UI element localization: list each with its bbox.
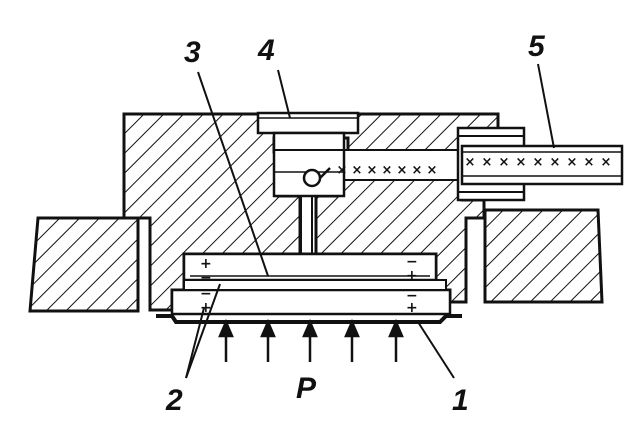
wire-cross-mark: × [499, 155, 510, 170]
wire-cross-mark: × [352, 163, 363, 178]
label-pressure: P [296, 372, 317, 405]
charge-sign-right-mid: + [406, 268, 418, 284]
pressure-arrows [218, 318, 404, 362]
label-4: 4 [257, 34, 275, 67]
left-mounting-plate [28, 216, 140, 313]
label-3: 3 [184, 36, 201, 69]
label-2: 2 [165, 384, 183, 417]
label-5: 5 [528, 30, 546, 63]
wire-cross-mark: × [412, 163, 423, 178]
right-mounting-plate [483, 208, 604, 304]
wire-cross-mark: × [516, 155, 527, 170]
connector-contact [302, 168, 322, 188]
wire-cross-mark: × [337, 163, 348, 178]
wire-cross-mark: × [482, 155, 493, 170]
quartz-plate-lower [170, 288, 452, 316]
wire-cross-mark: × [567, 155, 578, 170]
wire-cross-mark: × [584, 155, 595, 170]
charge-sign-right-bot: − [406, 288, 418, 304]
charge-sign-left-bot: − [200, 286, 212, 302]
wire-cross-mark: × [465, 155, 476, 170]
middle-electrode [183, 279, 447, 291]
membrane [156, 314, 462, 324]
wire-cross-mark: × [601, 155, 612, 170]
wire-cross-mark: × [550, 155, 561, 170]
charge-sign-left-mid: − [200, 270, 212, 286]
charge-sign-left-low: + [200, 300, 212, 316]
connector-cap [256, 111, 360, 135]
wire-cross-mark: × [427, 163, 438, 178]
label-1: 1 [452, 384, 469, 417]
wire-cross-mark: × [397, 163, 408, 178]
wire-cross-mark: × [533, 155, 544, 170]
charge-sign-right-top: − [406, 254, 418, 270]
leader-lines [185, 63, 555, 379]
wire-cross-marks: × × × × × × × × × × × × × × × × [337, 155, 612, 178]
charge-sign-right-low: + [406, 300, 418, 316]
charge-sign-left-top: + [200, 256, 212, 272]
wire-cross-mark: × [367, 163, 378, 178]
wire-cross-mark: × [382, 163, 393, 178]
